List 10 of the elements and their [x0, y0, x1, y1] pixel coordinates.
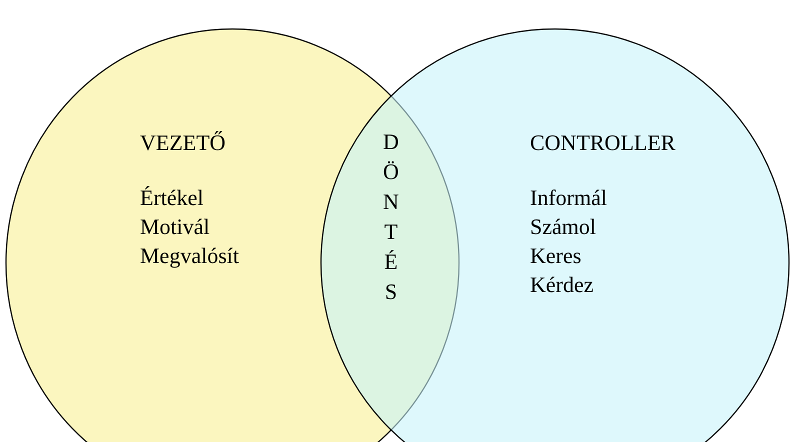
- list-item: Motivál: [140, 214, 210, 240]
- circle-heading: CONTROLLER: [530, 130, 676, 156]
- vertical-label: DÖNTÉS: [382, 128, 400, 306]
- circle-heading: VEZETŐ: [140, 130, 226, 156]
- list-item: Informál: [530, 185, 607, 211]
- list-item: Értékel: [140, 185, 204, 211]
- list-item: Megvalósít: [140, 243, 239, 269]
- list-item: Keres: [530, 243, 582, 269]
- list-item: Kérdez: [530, 272, 594, 298]
- list-item: Számol: [530, 214, 596, 240]
